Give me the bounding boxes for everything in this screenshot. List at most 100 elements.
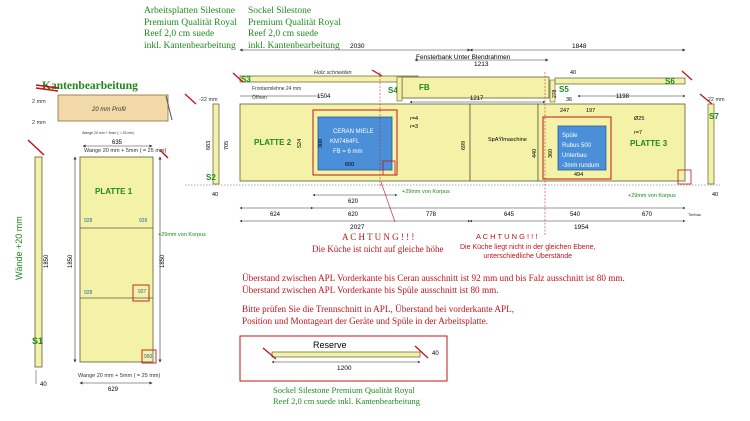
dim-247: 247 [560,108,569,114]
sockel-s1 [34,156,43,368]
holz-note: Holz schneiden [314,70,352,76]
warning-ebene-line: Die Küche liegt nicht in der gleichen Eb… [460,244,596,251]
dim-22-left: -22 mm [199,97,218,103]
profile-label: 20 mm Profil [91,107,126,113]
dim-670: 670 [642,212,653,218]
wange-note: Wange 20 mm + 5mm ( = 25 mm) [84,148,166,154]
oeffnen: Öffnen [252,94,267,101]
s6-label: S6 [665,77,675,86]
dim-600: 600 [345,162,354,168]
spule-line: Spüle [562,133,578,139]
dim-197: 197 [586,108,595,114]
spec-line: Reef 2,0 cm suede [144,29,215,39]
top-dims: 2030 1848 1213 Fensterbank Unter Blendra… [239,43,686,68]
achtung-1: A C H T U N G ! ! ! [342,232,415,242]
dim-360: 360 [548,149,554,158]
dim-624: 624 [270,212,281,218]
arbeitsplatten-spec: Arbeitsplatten Silestone Premium Qualitä… [144,6,237,52]
dim-540: 540 [570,212,581,218]
spule-line: Rubus 500 [562,143,592,149]
s3-label: S3 [241,75,251,84]
dim-p1-629: 629 [108,387,119,393]
dim-p1-1850b: 1850 [68,254,74,268]
caption-line: Reef 2,0 cm suede inkl. Kantenbearbeitun… [273,396,421,406]
dim-524: 524 [297,139,303,148]
reserve-length: 1200 [337,365,352,372]
sockel-s2 [212,103,220,185]
dim-1848: 1848 [572,43,587,50]
platte-2-label: PLATTE 2 [254,138,292,147]
kopus-2: +29mm von Korpus [402,189,450,195]
edge-mark [35,87,59,92]
s7-label: S7 [709,112,719,121]
spec-line: inkl. Kantenbearbeitung [144,40,236,51]
frontarmlehne: Frontarmlehne 24 mm [252,86,301,92]
wange-note-top: Wange 20 mm + 5mm ( = 25 mm) [82,131,134,135]
fb-label: FB [419,83,430,92]
kanten-title: Kantenbearbeitung [42,80,138,92]
dim-1213: 1213 [474,61,489,68]
dim-645: 645 [504,212,515,218]
dim-778: 778 [426,212,437,218]
platte-1 [79,156,154,363]
profile-bar [57,94,169,122]
marker-right [677,169,692,185]
tiefe-note: Tiefbau [688,212,701,217]
profile-dim-bottom: 2 mm [32,120,46,126]
notes: Überstand zwischen APL Vorderkante bis C… [242,273,625,327]
waende-note: Wände +20 mm [14,216,24,280]
note-line: Bitte prüfen Sie die Trennschnitt in APL… [242,304,515,314]
dim-278: 278 [552,89,558,98]
dim-p1-635: 635 [112,140,123,146]
s2-label: S2 [206,173,216,182]
kopus-3: +29mm von Korpus [628,193,676,199]
kopus-1: +29mm von Korpus [158,232,206,238]
r4-label: r=4 [410,116,418,122]
note-line: Überstand zwischen APL Vorderkante bis S… [242,284,499,295]
dim-1954: 1954 [574,224,589,231]
warning-ebene-line: unterschiedliche Überstände [483,253,573,260]
spule-line: -3mm rundum [562,163,599,169]
dim-1198: 1198 [616,94,630,100]
dim-p1-929: 929 [139,218,148,224]
dim-705: 705 [224,141,230,150]
dim-2030: 2030 [350,43,365,50]
ceran-line: KM7464FL [330,139,360,145]
reserve-height: 40 [432,351,439,357]
spec-line: inkl. Kantenbearbeitung [248,40,340,51]
s5-label: S5 [559,85,569,94]
dim-p1-1850a: 1850 [44,254,50,268]
dim-40-top: 40 [570,70,576,76]
dim-36: 36 [566,97,572,103]
note-line: Überstand zwischen APL Vorderkante bis C… [242,273,625,283]
ceran-line: FB = 6 mm [333,149,363,155]
dim-620b: 620 [348,212,359,218]
sockel-spec: Sockel Silestone Premium Qualität Royal … [248,6,341,52]
spec-line: Reef 2,0 cm suede [248,29,319,39]
dim-494: 494 [574,172,583,178]
dim-p1-950: 950 [144,354,153,360]
reserve-label: Reserve [313,340,347,350]
marker-927 [132,284,150,302]
spule-line: Unterbau [562,153,587,159]
reserve-caption: Sockel Silestone Premium Qualität Royal … [273,385,420,407]
spec-line: Arbeitsplatten Silestone [144,6,236,16]
dim-p1-928a: 928 [84,218,93,224]
fensterbank-label: Fensterbank Unter Blendrahmen [416,54,511,61]
edge-mark [35,84,59,89]
reserve-box [239,335,448,382]
dim-1504: 1504 [317,94,331,100]
marker-950 [141,349,157,364]
sockel-s3 [239,75,419,83]
dim-22-right: -22 mm [706,97,725,103]
dim-2027: 2027 [350,224,365,231]
dim-300: 300 [318,139,324,148]
platte-1-group: Wange 20 mm + 5mm ( = 25 mm) 635 Wange 2… [14,131,206,393]
dim-p1-1850c: 1850 [160,254,166,268]
dim-40-right: 40 [712,192,718,198]
profile-dim-top: 2 mm [32,99,46,105]
warning-hoehe: Die Küche ist nicht auf gleiche höhe [312,244,444,254]
platte-3-label: PLATTE 3 [630,139,668,148]
r7-label: r=7 [634,130,642,136]
